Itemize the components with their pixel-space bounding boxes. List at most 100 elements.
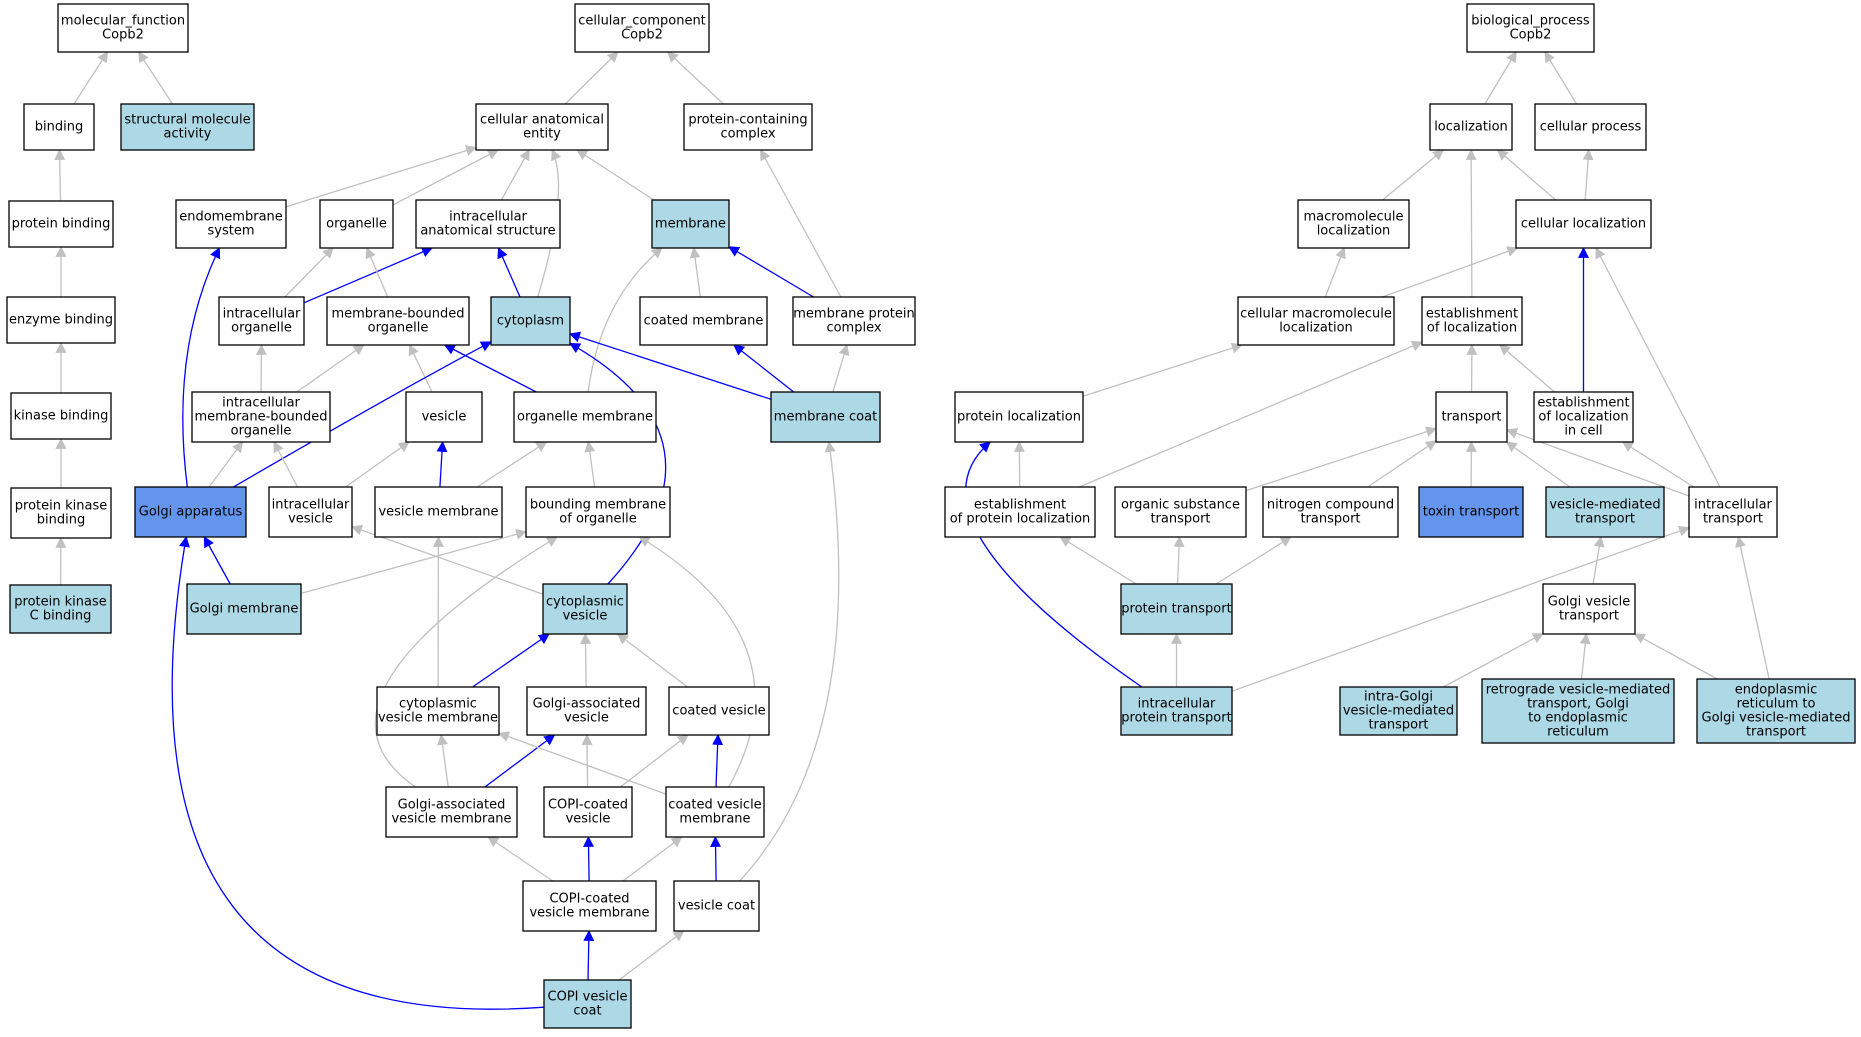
go-term-kb[interactable]: kinase binding bbox=[10, 392, 112, 440]
go-term-pl[interactable]: protein localization bbox=[954, 391, 1084, 443]
go-term-cl[interactable]: cellular localization bbox=[1515, 199, 1652, 249]
go-term-gm[interactable]: Golgi membrane bbox=[186, 583, 302, 635]
edge-loc-to-bp bbox=[1484, 51, 1517, 105]
go-term-tr[interactable]: transport bbox=[1435, 391, 1508, 443]
term-label-line: transport, Golgi bbox=[1527, 697, 1629, 712]
go-term-vm[interactable]: vesicle membrane bbox=[374, 486, 503, 538]
term-label-line: intracellular bbox=[272, 498, 350, 513]
edge-bmo-to-om bbox=[584, 440, 596, 488]
edge-cvm-to-cv bbox=[472, 633, 550, 688]
term-label-line: vesicle-mediated bbox=[1549, 498, 1660, 513]
go-term-ga[interactable]: Golgi apparatus bbox=[134, 486, 247, 538]
edge-line bbox=[296, 344, 365, 393]
term-box bbox=[1435, 391, 1508, 443]
term-label-line: coated vesicle bbox=[672, 704, 765, 719]
edge-line bbox=[203, 536, 231, 585]
edge-ias-to-cae bbox=[500, 149, 530, 201]
term-label-line: protein transport bbox=[1121, 602, 1231, 617]
go-term-loc[interactable]: localization bbox=[1429, 103, 1513, 151]
go-term-mem[interactable]: membrane bbox=[651, 199, 730, 249]
go-term-ves[interactable]: vesicle bbox=[405, 391, 483, 443]
term-box bbox=[1262, 486, 1399, 538]
go-term-pt[interactable]: protein transport bbox=[1120, 583, 1233, 635]
go-term-org[interactable]: organelle bbox=[319, 199, 394, 249]
term-box bbox=[10, 487, 112, 539]
edge-line bbox=[408, 344, 433, 393]
edge-line bbox=[587, 247, 663, 393]
edge-line bbox=[273, 441, 299, 488]
term-label-line: cellular_component bbox=[578, 14, 706, 29]
edge-line bbox=[1496, 149, 1557, 201]
edge-line bbox=[300, 529, 528, 595]
go-term-cov[interactable]: coated vesicle bbox=[668, 686, 770, 736]
edge-line bbox=[443, 344, 537, 393]
edge-pl-to-cml bbox=[1082, 342, 1243, 397]
go-term-cyto[interactable]: cytoplasm bbox=[490, 296, 571, 346]
edge-line bbox=[1621, 441, 1695, 488]
edge-line bbox=[73, 51, 109, 105]
edge-line bbox=[1595, 247, 1721, 488]
go-term-eb[interactable]: enzyme binding bbox=[6, 296, 116, 344]
term-label-line: transport bbox=[1150, 512, 1210, 527]
term-box bbox=[385, 786, 518, 838]
go-term-om[interactable]: organelle membrane bbox=[513, 391, 657, 443]
term-label-line: of localization bbox=[1427, 321, 1517, 336]
term-label-line: intracellular bbox=[449, 210, 527, 225]
go-term-tt[interactable]: toxin transport bbox=[1418, 486, 1524, 538]
go-term-vc[interactable]: vesicle coat bbox=[673, 880, 760, 932]
go-term-mc[interactable]: membrane coat bbox=[770, 391, 881, 443]
edge-copivc-to-ga bbox=[171, 535, 545, 1010]
go-term-cm[interactable]: coated membrane bbox=[639, 296, 768, 346]
edge-cae-to-cc bbox=[564, 51, 619, 105]
term-label-line: endomembrane bbox=[179, 210, 283, 225]
edge-mem-to-cae bbox=[576, 149, 655, 201]
edge-pb-to-binding bbox=[54, 148, 66, 202]
edge-line bbox=[569, 342, 667, 585]
go-term-cp[interactable]: cellular process bbox=[1534, 103, 1647, 151]
edge-copivm-to-copicv bbox=[583, 835, 595, 882]
edge-copicv-to-cov bbox=[620, 734, 689, 788]
edge-line bbox=[171, 535, 545, 1010]
term-box bbox=[1297, 199, 1410, 249]
go-term-binding[interactable]: binding bbox=[23, 103, 95, 151]
go-term-pb[interactable]: protein binding bbox=[8, 200, 114, 248]
